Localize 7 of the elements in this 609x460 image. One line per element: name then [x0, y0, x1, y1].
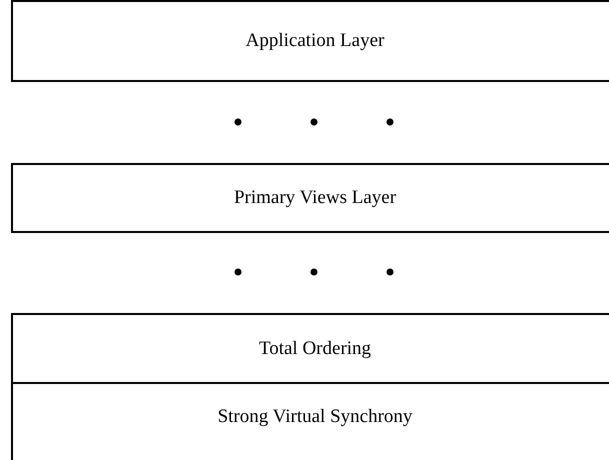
layer-label: Strong Virtual Synchrony [218, 406, 412, 428]
layer-label: Application Layer [246, 30, 384, 52]
layer-label: Primary Views Layer [234, 187, 396, 209]
layer-box [11, 0, 609, 82]
layer-box [11, 313, 609, 384]
layer-box [11, 163, 609, 233]
layer-label: Total Ordering [258, 338, 372, 360]
